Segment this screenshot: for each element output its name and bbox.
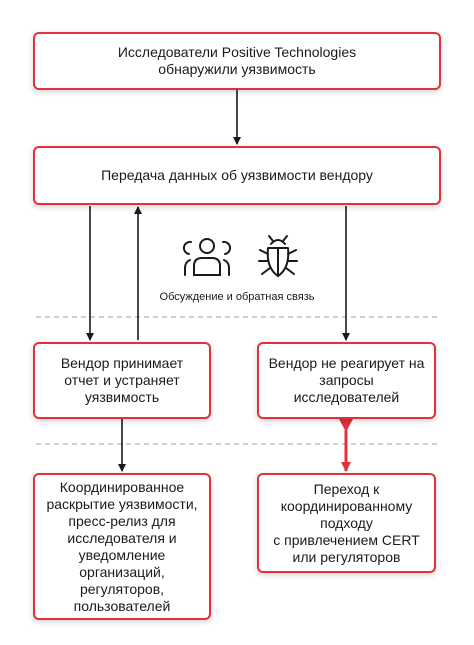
node-transfer-text: Передача данных об уязвимости вендору bbox=[101, 167, 373, 183]
feedback-caption: Обсуждение и обратная связь bbox=[159, 291, 315, 303]
node-coordinated-disclosure: Координированное раскрытие уязвимости, п… bbox=[33, 473, 211, 620]
node-vendor-ignores-text: Вендор не реагирует на запросы исследова… bbox=[268, 355, 425, 405]
node-vendor-fixes-text: Вендор принимает отчет и устраняет уязви… bbox=[60, 355, 184, 405]
node-research-text: Исследователи Positive Technologies обна… bbox=[117, 44, 357, 77]
node-research: Исследователи Positive Technologies обна… bbox=[33, 32, 441, 90]
node-vendor-fixes: Вендор принимает отчет и устраняет уязви… bbox=[33, 342, 211, 419]
node-coordinated-disclosure-text: Координированное раскрытие уязвимости, п… bbox=[46, 478, 198, 614]
node-cert-approach-text: Переход к координированному подходу с пр… bbox=[273, 480, 420, 565]
users-icon bbox=[182, 238, 232, 276]
node-vendor-ignores: Вендор не реагирует на запросы исследова… bbox=[257, 342, 436, 419]
node-cert-approach: Переход к координированному подходу с пр… bbox=[257, 473, 436, 573]
node-transfer: Передача данных об уязвимости вендору bbox=[33, 146, 441, 205]
red-triangle-marker bbox=[339, 419, 353, 432]
bug-icon bbox=[258, 235, 298, 277]
